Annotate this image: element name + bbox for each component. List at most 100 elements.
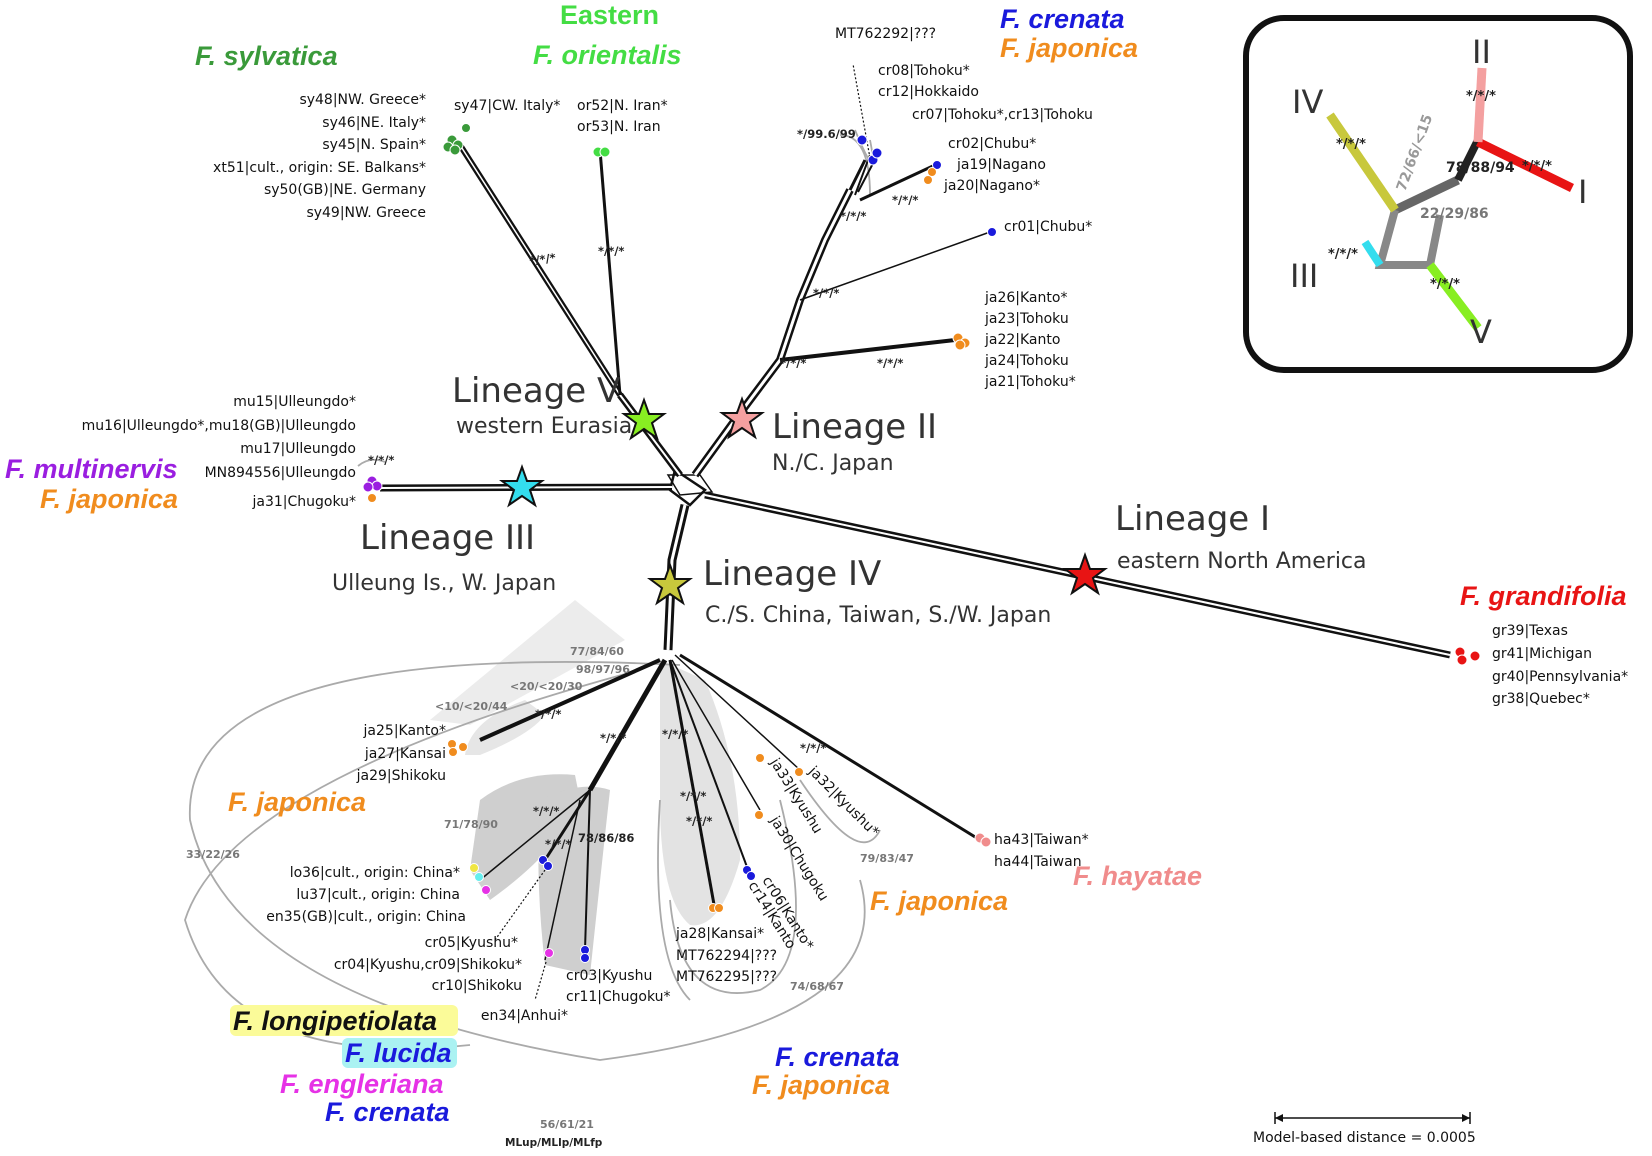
tip-label: cr01|Chubu* (1004, 219, 1092, 235)
support-value: 98/97/96 (576, 663, 630, 676)
inset-label-i: I (1578, 173, 1587, 211)
lineage-i-title: Lineage I (1115, 499, 1270, 539)
tip-label: cr02|Chubu* (948, 136, 1036, 152)
tip-label: mu16|Ulleungdo*,mu18(GB)|Ulleungdo (82, 418, 356, 434)
support-value: */*/* (368, 453, 394, 467)
support-value: */*/* (813, 286, 839, 300)
lineage-iv-title: Lineage IV (703, 554, 881, 594)
scale-label: Model-based distance = 0.0005 (1253, 1130, 1476, 1146)
support-value: <20/<20/30 (510, 680, 583, 693)
lineage-v-title: Lineage V (452, 371, 620, 411)
tip-label: or53|N. Iran (577, 119, 661, 135)
support-value: 77/84/60 (570, 645, 624, 658)
tip-label: cr11|Chugoku* (566, 989, 671, 1005)
support-value: */*/* (686, 814, 712, 828)
inset-label-iv: IV (1292, 83, 1323, 121)
tip-label: ha44|Taiwan (994, 854, 1082, 870)
lineage-ii-title: Lineage II (772, 407, 937, 447)
tip-label: sy46|NE. Italy* (322, 115, 426, 131)
method-legend: MLup/MLlp/MLfp (505, 1137, 603, 1149)
label-grandifolia: F. grandifolia (1460, 581, 1627, 611)
lineage-v-star (621, 397, 667, 441)
tip-label: sy45|N. Spain* (322, 137, 426, 153)
support-value: 56/61/21 (540, 1118, 594, 1131)
label-japonica-left: F. japonica (40, 484, 178, 514)
tip-label: xt51|cult., origin: SE. Balkans* (213, 160, 426, 176)
tip-label: cr12|Hokkaido (878, 84, 979, 100)
species-labels: F. sylvatica Eastern F. orientalis F. cr… (5, 0, 1627, 1127)
support-value: <10/<20/44 (435, 700, 508, 713)
lineage-i-region: eastern North America (1117, 549, 1367, 574)
tip-label: gr40|Pennsylvania* (1492, 669, 1628, 685)
label-eastern: Eastern (560, 0, 659, 30)
tip-label: MN894556|Ulleungdo (205, 465, 356, 481)
tip-label: ja25|Kanto* (363, 723, 446, 739)
tip-labels: sy48|NW. Greece* sy46|NE. Italy* sy45|N.… (82, 26, 1629, 1024)
tip-label: sy47|CW. Italy* (454, 98, 560, 114)
support-value: */*/* (545, 837, 571, 851)
tip-label: cr03|Kyushu (566, 968, 652, 984)
support-value: */*/* (892, 193, 918, 207)
inset-support: */*/* (1466, 89, 1496, 104)
label-japonica-mid: F. japonica (228, 787, 366, 817)
support-arcs (184, 129, 881, 1061)
support-value: */99.6/99 (797, 127, 856, 141)
label-multinervis: F. multinervis (5, 454, 178, 484)
label-sylvatica: F. sylvatica (195, 41, 338, 71)
label-hayatae: F. hayatae (1073, 861, 1202, 891)
lineage-labels: Lineage V western Eurasia Lineage II N./… (332, 371, 1367, 628)
support-value: */*/* (528, 250, 556, 268)
lineage-iii-region: Ulleung Is., W. Japan (332, 571, 556, 596)
tip-label: mu17|Ulleungdo (240, 441, 356, 457)
support-value: */*/* (662, 727, 688, 741)
inset-support: */*/* (1430, 277, 1460, 292)
lineage-iii-star (499, 464, 545, 508)
label-orientalis: F. orientalis (533, 40, 682, 70)
tip-label: cr07|Tohoku*,cr13|Tohoku (912, 107, 1093, 123)
tip-label: ja19|Nagano (956, 157, 1046, 173)
label-longipetiolata: F. longipetiolata (233, 1006, 437, 1036)
support-value: 33/22/26 (186, 848, 240, 861)
support-value: */*/* (877, 356, 903, 370)
tip-label: ja31|Chugoku* (251, 494, 356, 510)
lineage-ii-star (719, 396, 765, 440)
tip-label: ja29|Shikoku (356, 768, 446, 784)
tip-label: en34|Anhui* (481, 1008, 568, 1024)
tip-label: cr10|Shikoku (432, 978, 522, 994)
lineage-v-region: western Eurasia (456, 414, 632, 439)
tip-dots (362, 123, 1481, 963)
label-japonica-top: F. japonica (1000, 33, 1138, 63)
tip-label: lu37|cult., origin: China (296, 887, 460, 903)
support-value: */*/* (680, 789, 706, 803)
support-value: */*/* (800, 741, 826, 755)
support-values: */*/* */*/* */99.6/99 */*/* */*/* */*/* … (186, 127, 918, 1149)
tip-label: gr39|Texas (1492, 623, 1568, 639)
tip-label: MT762292|??? (835, 26, 936, 42)
tip-label: ha43|Taiwan* (994, 832, 1089, 848)
inset-panel: II I IV III V */*/* */*/* */*/* */*/* */… (1243, 15, 1633, 373)
lineage-i-star (1062, 552, 1108, 596)
support-value: */*/* (535, 707, 561, 721)
label-engleriana: F. engleriana (280, 1069, 444, 1099)
tip-label: mu15|Ulleungdo* (233, 394, 356, 410)
label-lucida: F. lucida (345, 1038, 452, 1068)
tip-label: sy49|NW. Greece (306, 205, 426, 221)
support-value: 79/83/47 (860, 852, 914, 865)
tip-label: sy50(GB)|NE. Germany (264, 182, 426, 198)
tip-label: en35(GB)|cult., origin: China (266, 909, 466, 925)
support-value: */*/* (598, 244, 624, 258)
inset-support: */*/* (1328, 247, 1358, 262)
leader-lines (494, 63, 871, 1001)
tip-label: sy48|NW. Greece* (299, 92, 426, 108)
tip-label: ja28|Kansai* (675, 926, 764, 942)
inset-support: */*/* (1522, 159, 1552, 174)
tip-label: cr08|Tohoku* (878, 63, 970, 79)
support-value: */*/* (840, 209, 866, 223)
inset-label-v: V (1470, 313, 1492, 351)
tip-label: ja20|Nagano* (943, 178, 1040, 194)
tip-label: gr38|Quebec* (1492, 691, 1590, 707)
support-value: 74/68/67 (790, 980, 844, 993)
label-japonica-right: F. japonica (870, 886, 1008, 916)
